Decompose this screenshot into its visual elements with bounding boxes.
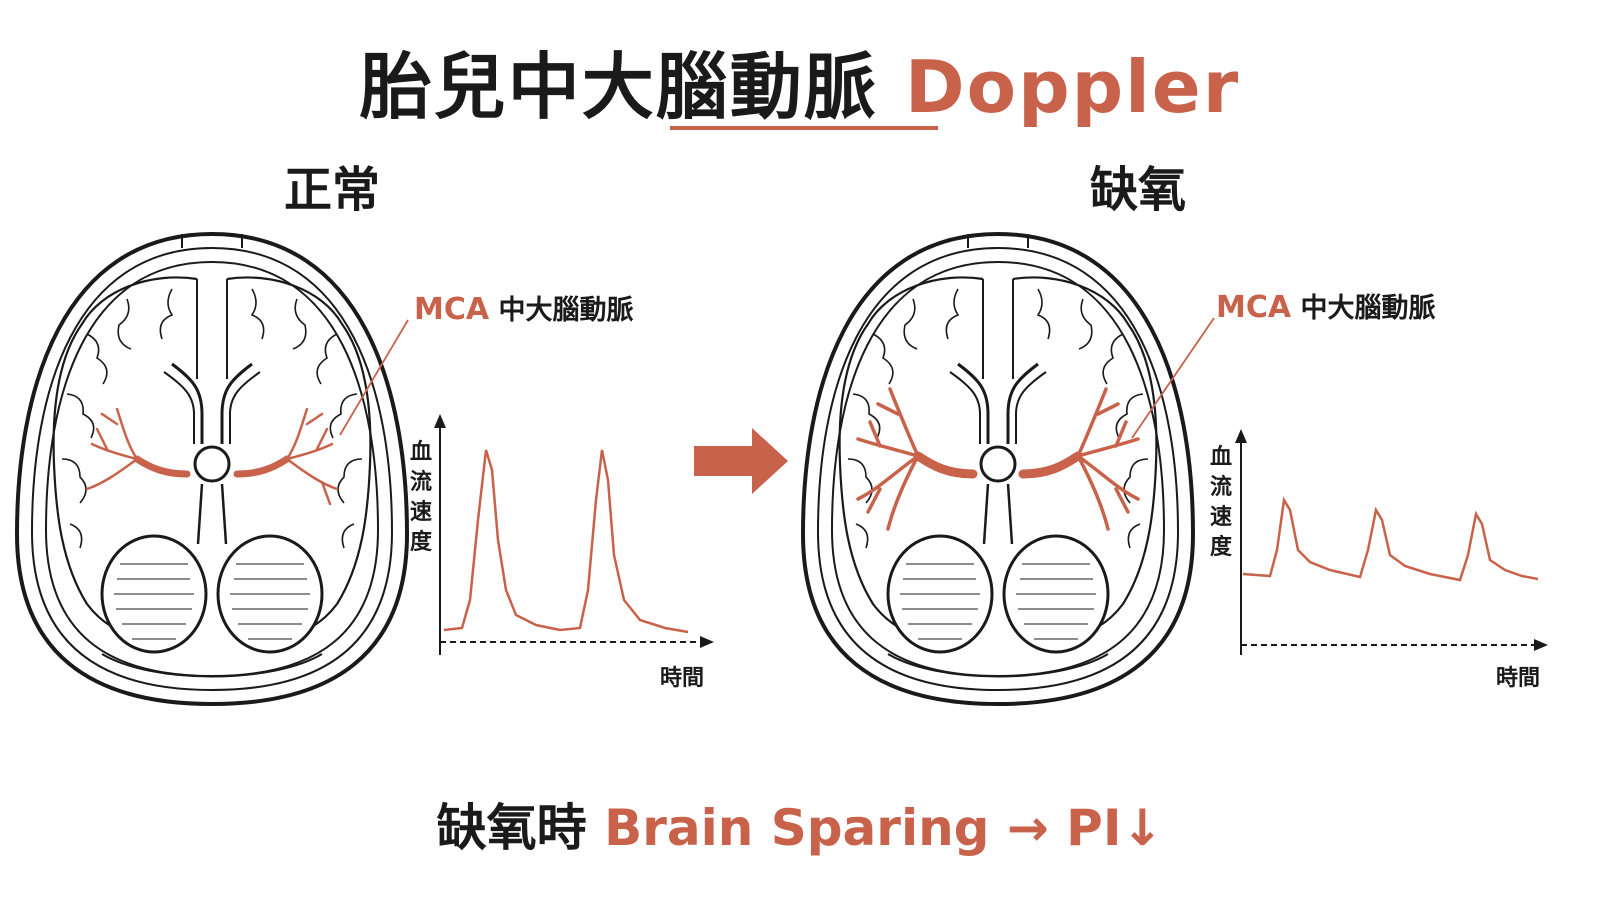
- y-axis-char: 流: [1209, 475, 1232, 500]
- mca-vessels-normal: [85, 407, 339, 506]
- mca-abbr-normal: MCA: [414, 292, 490, 327]
- mca-name-hypoxia: 中大腦動脈: [1300, 293, 1436, 324]
- title-accent: Doppler: [904, 45, 1241, 129]
- caption-prefix: 缺氧時: [436, 799, 587, 857]
- mca-name-normal: 中大腦動脈: [498, 295, 634, 326]
- waveform-hypoxia: [1242, 496, 1539, 582]
- title-main: 胎兒中大腦動脈: [359, 45, 878, 129]
- y-axis-char: 血: [1209, 445, 1232, 470]
- bottom-caption: 缺氧時 Brain Sparing → PI↓: [0, 788, 1600, 860]
- arrow-right-icon: [694, 428, 788, 494]
- y-axis-char: 度: [409, 530, 432, 555]
- panel-label-hypoxia: 缺氧: [1090, 162, 1187, 218]
- mca-vessels-hypoxia: [856, 387, 1140, 531]
- mca-label-normal: MCA 中大腦動脈: [414, 288, 634, 327]
- y-axis-char: 度: [1209, 535, 1232, 560]
- mca-leader-normal: [339, 319, 409, 436]
- panel-label-normal: 正常: [284, 162, 381, 218]
- mca-leader-hypoxia: [1131, 317, 1215, 439]
- caption-accent: Brain Sparing → PI↓: [604, 799, 1164, 857]
- x-axis-label-normal: 時間: [660, 666, 705, 691]
- y-axis-char: 血: [409, 440, 432, 465]
- x-axis-label-hypoxia: 時間: [1496, 666, 1541, 691]
- y-axis-label-hypoxia: 血 流 速 度: [1208, 443, 1234, 563]
- y-axis-char: 流: [409, 470, 432, 495]
- doppler-chart-normal: [434, 414, 714, 655]
- doppler-chart-hypoxia: [1235, 429, 1548, 655]
- mca-label-hypoxia: MCA 中大腦動脈: [1216, 286, 1436, 325]
- brain-normal-illustration: [15, 232, 409, 706]
- page-title: 胎兒中大腦動脈 Doppler: [0, 28, 1600, 133]
- brain-hypoxia-illustration: [801, 232, 1195, 706]
- y-axis-label-normal: 血 流 速 度: [408, 438, 434, 558]
- title-underline: [670, 126, 938, 130]
- mca-abbr-hypoxia: MCA: [1216, 290, 1292, 325]
- y-axis-char: 速: [409, 500, 432, 525]
- waveform-normal: [443, 449, 689, 634]
- y-axis-char: 速: [1209, 505, 1232, 530]
